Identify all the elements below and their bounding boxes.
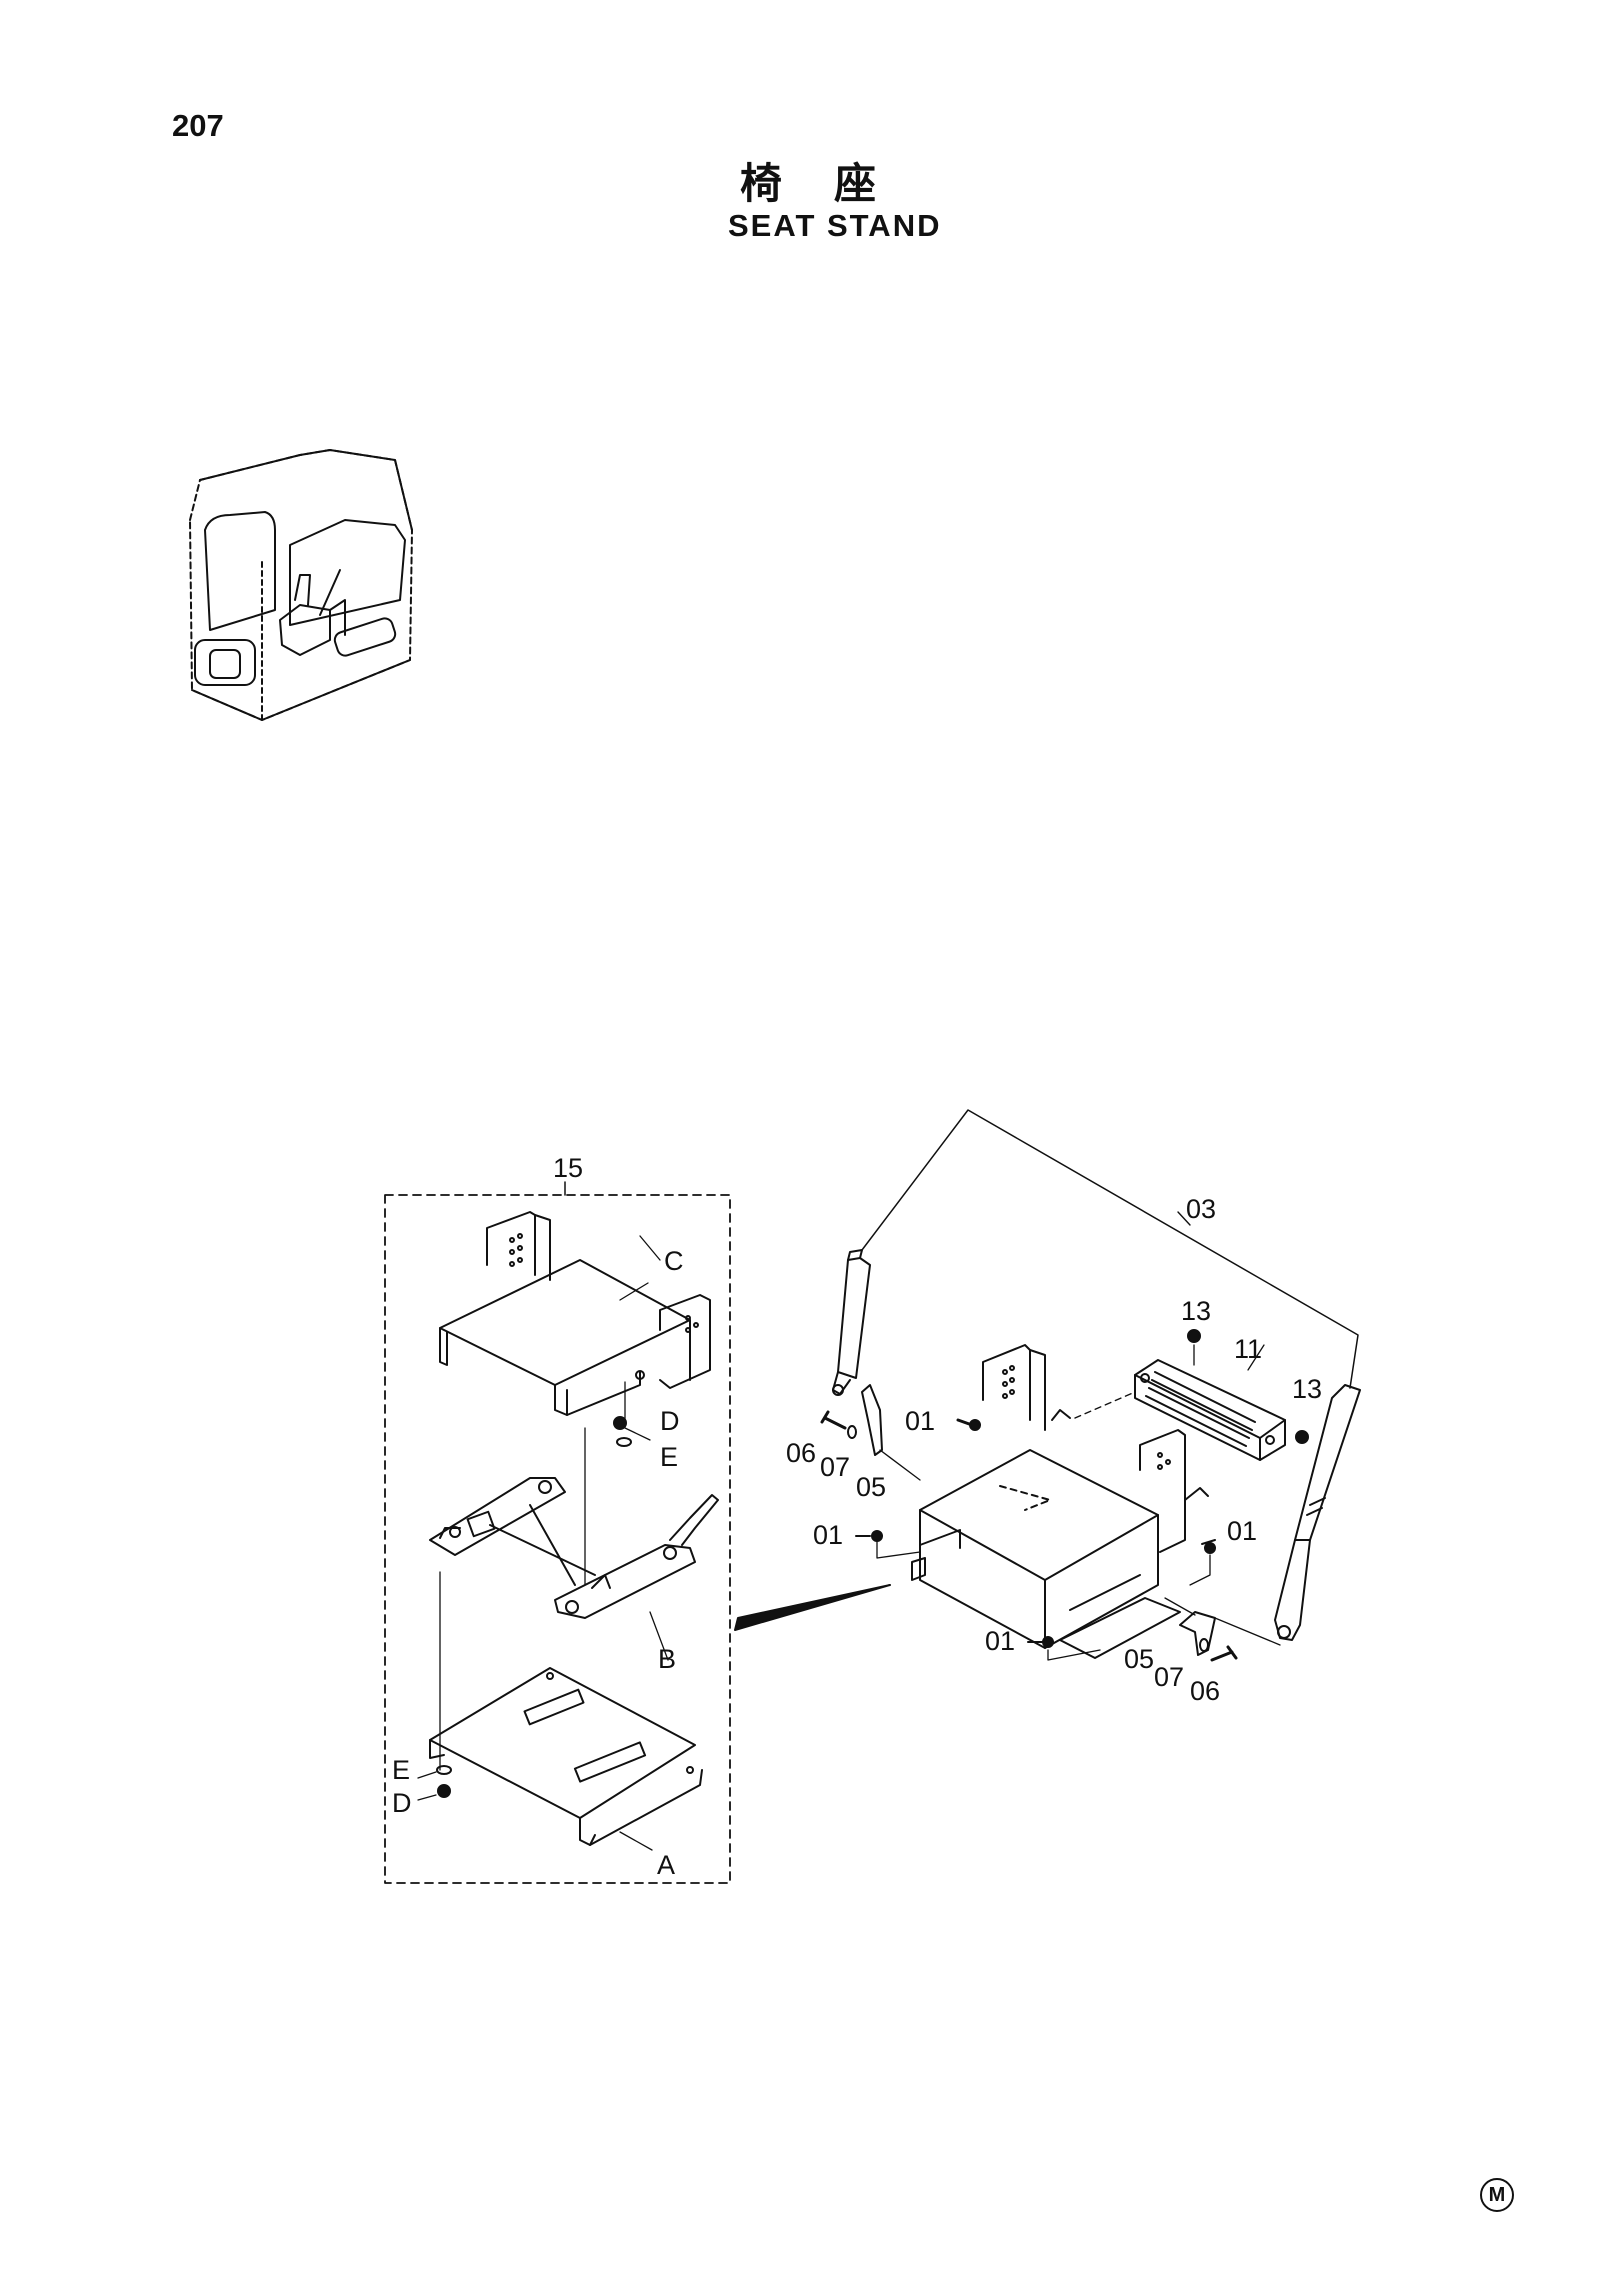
callout-b: B [658, 1644, 677, 1674]
callout-13-right: 13 [1292, 1374, 1323, 1404]
callout-11: 11 [1234, 1334, 1263, 1364]
title-japanese: 椅座 [740, 159, 929, 208]
callout-01-bottom: 01 [985, 1626, 1016, 1656]
callout-01-mid-right: 01 [1227, 1516, 1258, 1546]
part-c-upper-frame [439, 1211, 711, 1416]
part-05-bracket-left [861, 1384, 883, 1456]
washer-07-right [1199, 1638, 1209, 1652]
cab-overview-illustration [189, 449, 413, 721]
part-05-bracket-right [1179, 1611, 1216, 1656]
callout-e-upper: E [660, 1442, 679, 1472]
callout-05-left: 05 [856, 1472, 887, 1502]
callout-d-lower: D [392, 1788, 412, 1818]
callout-06-right: 06 [1190, 1676, 1221, 1706]
callout-a: A [657, 1850, 676, 1880]
part-a-base-plate [429, 1667, 703, 1846]
assembly-pointer-arrow [734, 1584, 891, 1631]
callout-c: C [664, 1246, 684, 1276]
part-11-cover-plate [1134, 1359, 1286, 1461]
callout-07-left: 07 [820, 1452, 851, 1482]
part-b-slide-rail [429, 1477, 719, 1619]
washer-07-left [847, 1425, 857, 1439]
seat-stand-assembly [911, 1344, 1209, 1659]
washer-e-lower [436, 1765, 452, 1775]
callout-13-top: 13 [1181, 1296, 1212, 1326]
callout-06-left: 06 [786, 1438, 817, 1468]
bolt-06-right [1210, 1645, 1238, 1662]
bolt-13-top [1187, 1329, 1201, 1343]
title-english: SEAT STAND [728, 208, 942, 243]
bolt-06-left [820, 1410, 847, 1430]
callout-05-right: 05 [1124, 1644, 1155, 1674]
callout-d-upper: D [660, 1406, 680, 1436]
page-number: 207 [172, 108, 224, 143]
part-03-gas-stay-right [1274, 1384, 1361, 1641]
nut-d-lower [437, 1784, 451, 1798]
assembly-boundary [384, 1194, 731, 1884]
part-03-gas-stay-left [832, 1249, 871, 1396]
callout-01-top: 01 [905, 1406, 936, 1436]
bolt-13-right [1295, 1430, 1309, 1444]
callout-15: 15 [553, 1153, 584, 1183]
washer-e-upper [616, 1437, 632, 1447]
callout-07-right: 07 [1154, 1662, 1185, 1692]
manufacturer-mark-badge: M [1480, 2178, 1514, 2212]
callout-01-mid-left: 01 [813, 1520, 844, 1550]
callout-e-lower: E [392, 1755, 411, 1785]
nut-d-upper [613, 1416, 627, 1430]
bolt-01-mid-right [1201, 1539, 1216, 1545]
callout-03: 03 [1186, 1194, 1217, 1224]
